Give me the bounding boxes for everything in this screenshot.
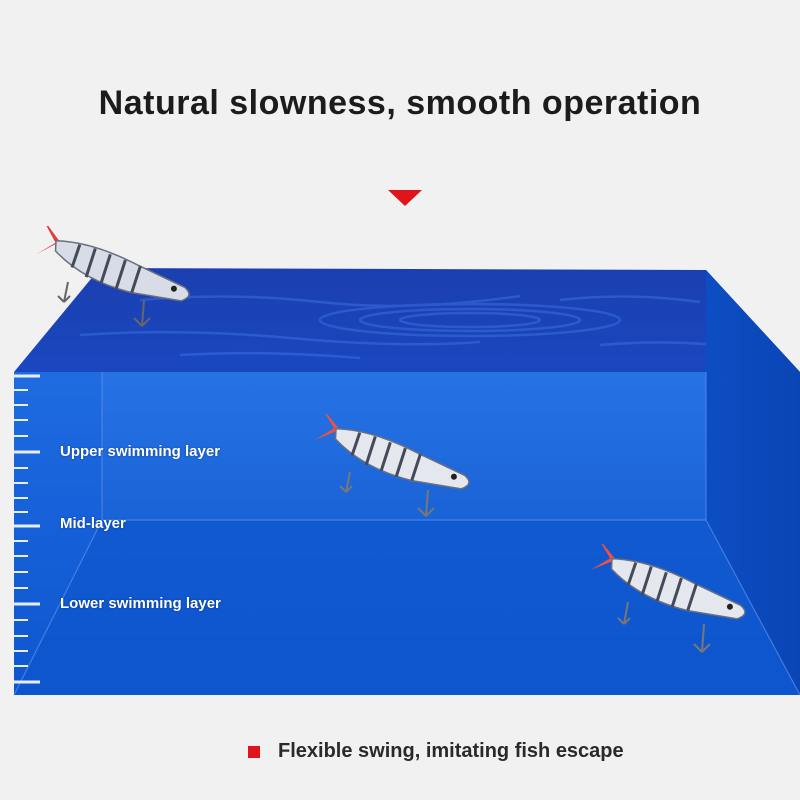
fish-lure-lower <box>590 544 746 653</box>
water-side-wall <box>706 270 800 695</box>
layer-label-upper: Upper swimming layer <box>60 443 221 460</box>
water-surface <box>14 268 800 372</box>
tank-edges <box>13 372 800 696</box>
page-headline: Natural slowness, smooth operation <box>98 84 702 122</box>
fish-lure-upper <box>314 414 470 517</box>
feature-caption: Flexible swing, imitating fish escape <box>248 740 624 763</box>
fish-lure-surface <box>36 226 190 327</box>
depth-ruler <box>14 374 40 684</box>
feature-caption-text: Flexible swing, imitating fish escape <box>278 740 624 762</box>
layer-label-lower: Lower swimming layer <box>60 595 221 612</box>
layer-label-mid: Mid-layer <box>60 515 126 532</box>
water-ripples <box>79 294 761 360</box>
down-triangle-icon <box>388 190 422 206</box>
square-bullet-icon <box>248 745 260 758</box>
